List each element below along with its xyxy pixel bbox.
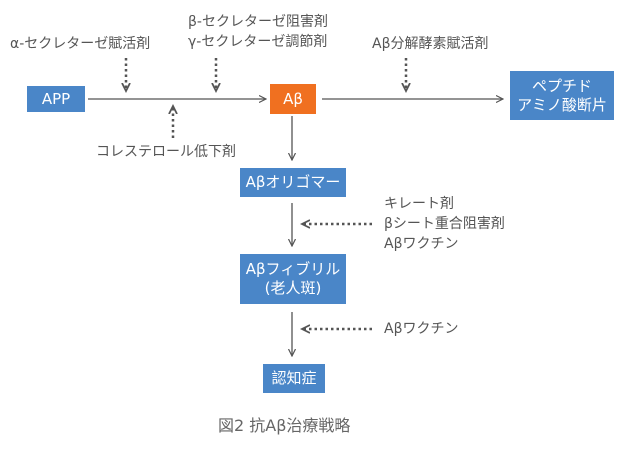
label-alpha-secretase: α-セクレターゼ賦活剤 — [10, 36, 151, 52]
node-oligomer: Aβオリゴマー — [240, 168, 346, 197]
label-beta-line1: β-セクレターゼ阻害剤 — [188, 14, 328, 30]
node-fibril-line2: (老人斑) — [264, 279, 322, 297]
node-app-label: APP — [41, 89, 71, 108]
label-cholesterol: コレステロール低下剤 — [96, 144, 236, 160]
node-abeta-label: Aβ — [283, 89, 303, 108]
figure-caption: 図2 抗Aβ治療戦略 — [218, 416, 351, 435]
node-dementia: 認知症 — [263, 364, 325, 393]
label-beta-line2: γ-セクレターゼ調節剤 — [188, 34, 328, 50]
label-chelate-line1: キレート剤 — [384, 196, 454, 212]
node-fibril-line1: Aβフィブリル — [245, 260, 341, 278]
node-peptide: ペプチド アミノ酸断片 — [510, 71, 614, 120]
label-chelate-line2: βシート重合阻害剤 — [384, 216, 505, 232]
label-beta-gamma-secretase: β-セクレターゼ阻害剤 γ-セクレターゼ調節剤 — [188, 12, 328, 52]
node-dementia-label: 認知症 — [271, 369, 317, 387]
node-peptide-line1: ペプチド — [531, 76, 592, 95]
node-fibril: Aβフィブリル (老人斑) — [240, 254, 346, 304]
label-vaccine: Aβワクチン — [384, 321, 459, 337]
label-degrade-enzyme: Aβ分解酵素賦活剤 — [372, 36, 489, 52]
node-oligomer-label: Aβオリゴマー — [245, 173, 341, 191]
node-peptide-line2: アミノ酸断片 — [517, 95, 607, 114]
node-abeta: Aβ — [270, 84, 316, 114]
label-chelate-group: キレート剤 βシート重合阻害剤 Aβワクチン — [384, 194, 505, 254]
label-chelate-line3: Aβワクチン — [384, 236, 459, 252]
node-app: APP — [27, 86, 85, 112]
